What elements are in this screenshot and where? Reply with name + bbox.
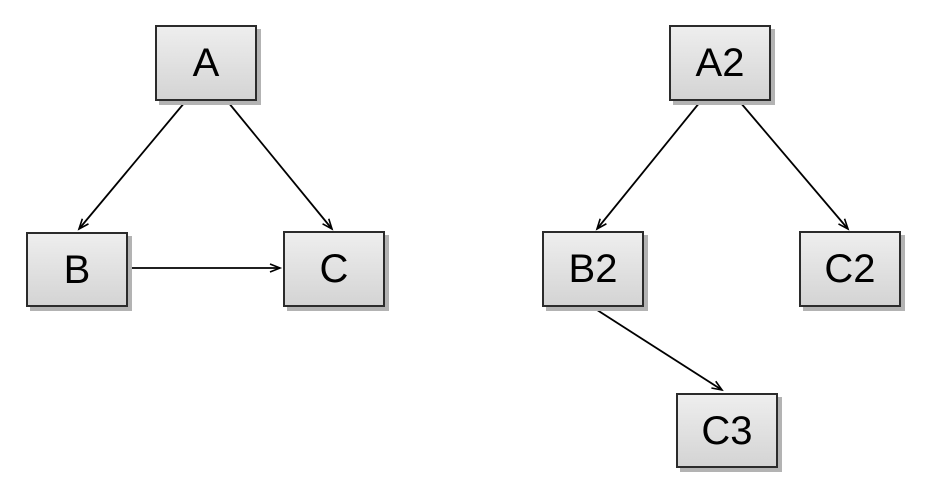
edge-A2-to-C2 <box>739 101 850 231</box>
node-A2[interactable]: A2 <box>669 25 771 101</box>
node-label: C <box>319 247 349 291</box>
node-C2[interactable]: C2 <box>799 231 901 307</box>
edge-A-to-B <box>77 101 186 231</box>
edge-A-to-C <box>227 101 334 231</box>
edge-A2-to-B2 <box>595 101 701 231</box>
node-label: A2 <box>695 41 745 85</box>
node-C[interactable]: C <box>283 231 385 307</box>
node-label: A <box>192 41 220 85</box>
edge-B2-to-C3 <box>593 307 724 392</box>
node-B[interactable]: B <box>26 232 128 307</box>
node-label: B <box>63 247 91 292</box>
node-label: C3 <box>701 408 753 453</box>
node-label: C2 <box>824 247 876 291</box>
node-C3[interactable]: C3 <box>676 393 778 468</box>
node-A[interactable]: A <box>155 25 257 101</box>
node-label: B2 <box>568 247 618 291</box>
node-B2[interactable]: B2 <box>542 231 644 307</box>
